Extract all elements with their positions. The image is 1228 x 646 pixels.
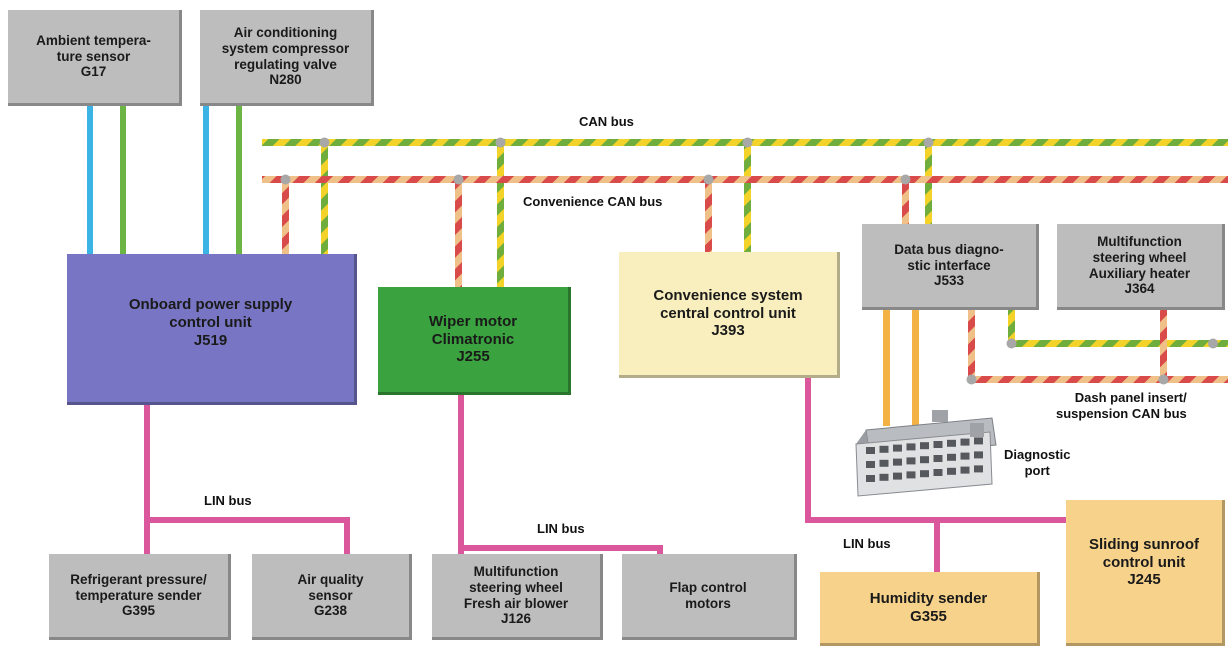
g355-line-2: G355 — [910, 607, 947, 625]
diagnostic-label-line-1: Diagnostic — [1004, 447, 1071, 462]
g17-line-1: Ambient tempera- — [36, 32, 151, 48]
diagnostic-port-pin — [879, 473, 889, 481]
j126-line-2: steering wheel — [469, 579, 563, 595]
convenience-can-bus-lines — [262, 176, 1228, 383]
lin-bus-label-right: LIN bus — [843, 536, 891, 551]
multifunction-steering-wheel-auxiliary-heater-j364: Multifunction steering wheel Auxiliary h… — [1057, 224, 1225, 310]
n280-line-3: regulating valve — [234, 56, 337, 72]
diagnostic-port-pin — [879, 459, 889, 467]
j126-line-1: Multifunction — [473, 563, 559, 579]
j393-line-3: J393 — [711, 322, 745, 340]
diagnostic-port-pin — [933, 469, 943, 476]
diagnostic-port-pin — [974, 437, 983, 445]
convenience-can-bus-label: Convenience CAN bus — [523, 194, 663, 209]
n280-line-1: Air conditioning — [233, 24, 338, 40]
diagnostic-port-pin — [947, 467, 956, 475]
diagnostic-port-pin — [974, 451, 983, 459]
g355-line-1: Humidity sender — [869, 589, 988, 607]
diagnostic-wires — [883, 308, 919, 426]
sliding-sunroof-control-unit-j245: Sliding sunroof control unit J245 — [1066, 500, 1225, 646]
g238-line-3: G238 — [313, 603, 348, 619]
diagnostic-port-pin — [879, 445, 889, 453]
diagnostic-port-pin — [893, 444, 902, 452]
bus-junctions — [280, 137, 1218, 385]
convenience-system-central-control-unit-j393: Convenience system central control unit … — [619, 252, 840, 378]
n280-line-2: system compressor — [221, 40, 350, 56]
diagnostic-port-label: Diagnostic port — [1004, 447, 1070, 478]
g395-line-1: Refrigerant pressure/ — [70, 571, 207, 587]
diagnostic-port-pin — [920, 456, 929, 464]
j255-line-1: Wiper motor — [428, 312, 518, 330]
j364-line-1: Multifunction — [1097, 233, 1182, 249]
j533-line-1: Data bus diagno- — [894, 241, 1004, 257]
j126-line-4: J126 — [500, 611, 532, 627]
diagnostic-port-pin — [960, 438, 970, 446]
diagnostic-port-pin — [893, 458, 902, 466]
lin-bus-label-middle: LIN bus — [537, 521, 585, 536]
diagnostic-port-pin — [974, 465, 983, 473]
flap-line-1: Flap control — [669, 579, 747, 595]
diagnostic-port-pin — [866, 461, 875, 468]
j393-line-2: central control unit — [660, 304, 796, 322]
j255-line-2: Climatronic — [431, 330, 515, 348]
diagnostic-port-pins — [866, 437, 983, 482]
diagnostic-port-pin — [920, 470, 929, 478]
dash-panel-can-bus-label: Dash panel insert/ suspension CAN bus — [1056, 390, 1187, 421]
j255-line-3: J255 — [456, 348, 490, 366]
data-bus-diagnostic-interface-j533: Data bus diagno- stic interface J533 — [862, 224, 1039, 310]
g17-line-3: G17 — [80, 64, 107, 80]
flap-line-2: motors — [685, 595, 731, 611]
j364-line-4: J364 — [1124, 281, 1155, 297]
diagnostic-port-pin — [933, 441, 943, 448]
dash-panel-label-line-2: suspension CAN bus — [1056, 405, 1187, 421]
n280-line-4: N280 — [269, 72, 302, 88]
j393-line-1: Convenience system — [653, 286, 803, 304]
dash-panel-label-line-1: Dash panel insert/ — [1074, 390, 1187, 405]
g395-line-2: temperature sender — [75, 587, 202, 603]
j126-line-3: Fresh air blower — [463, 595, 569, 611]
can-bus-label: CAN bus — [579, 114, 634, 129]
g395-line-3: G395 — [121, 603, 156, 619]
diagnostic-port-pin — [947, 453, 956, 461]
j533-line-2: stic interface — [907, 257, 991, 273]
diagnostic-port-pin — [933, 455, 943, 462]
air-quality-sensor-g238: Air quality sensor G238 — [252, 554, 412, 640]
flap-control-motors: Flap control motors — [622, 554, 797, 640]
wiper-motor-climatronic-j255: Wiper motor Climatronic J255 — [378, 287, 571, 395]
j364-line-3: Auxiliary heater — [1088, 265, 1191, 281]
diagnostic-port-pin — [960, 466, 970, 474]
multifunction-steering-wheel-fresh-air-blower-j126: Multifunction steering wheel Fresh air b… — [432, 554, 603, 640]
g17-line-2: ture sensor — [56, 48, 131, 64]
diagnostic-port-pin — [906, 457, 916, 465]
j519-line-2: control unit — [169, 314, 252, 332]
refrigerant-pressure-temperature-sender-g395: Refrigerant pressure/ temperature sender… — [49, 554, 231, 640]
diagnostic-port-pin — [866, 475, 875, 482]
j245-line-3: J245 — [1127, 571, 1161, 589]
j533-line-3: J533 — [933, 273, 965, 289]
lin-bus-label-left: LIN bus — [204, 493, 252, 508]
g238-line-1: Air quality — [297, 571, 364, 587]
j245-line-1: Sliding sunroof — [1089, 535, 1199, 553]
diagnostic-port-pin — [906, 471, 916, 479]
diagnostic-port-pin — [960, 452, 970, 460]
g238-line-2: sensor — [308, 587, 353, 603]
lin-bus-lines — [144, 312, 1073, 574]
sensor-wires — [87, 103, 242, 256]
onboard-power-supply-control-unit-j519: Onboard power supply control unit J519 — [67, 254, 357, 405]
diagnostic-label-line-2: port — [1024, 462, 1050, 478]
diagnostic-port-pin — [906, 443, 916, 451]
j364-line-2: steering wheel — [1092, 249, 1187, 265]
j245-line-2: control unit — [1102, 553, 1186, 571]
ambient-temperature-sensor-g17: Ambient tempera- ture sensor G17 — [8, 10, 182, 106]
diagnostic-port-pin — [893, 472, 902, 480]
diagnostic-port-pin — [920, 442, 929, 450]
diagnostic-port-pin — [866, 447, 875, 454]
compressor-regulating-valve-n280: Air conditioning system compressor regul… — [200, 10, 374, 106]
humidity-sender-g355: Humidity sender G355 — [820, 572, 1040, 646]
diagnostic-port-pin — [947, 439, 956, 447]
j519-line-3: J519 — [193, 331, 228, 349]
j519-line-1: Onboard power supply — [128, 296, 293, 314]
diagnostic-port-connector — [855, 410, 997, 497]
